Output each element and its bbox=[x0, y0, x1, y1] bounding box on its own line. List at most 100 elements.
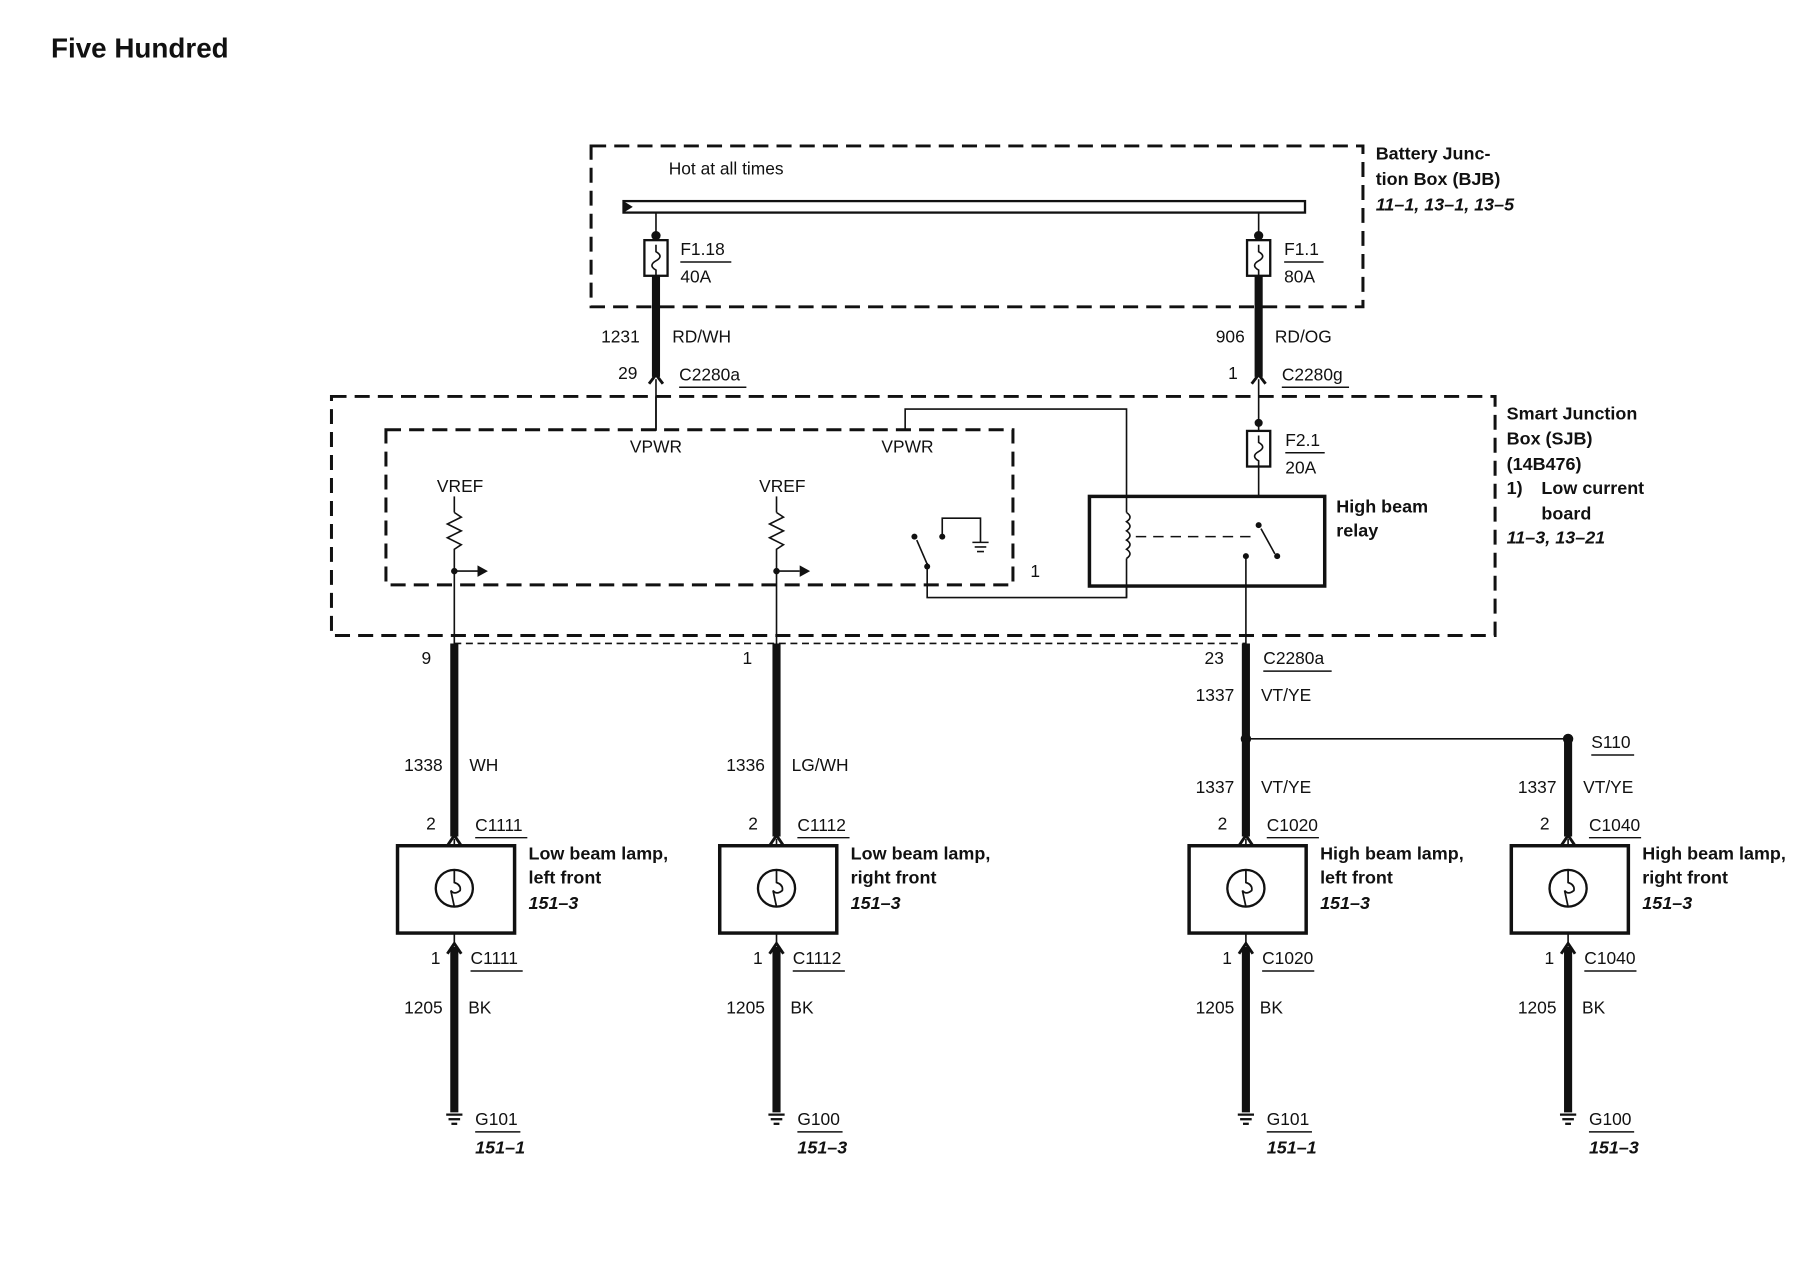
sjb-note-line2: board bbox=[1541, 503, 1591, 523]
feed-right-color: RD/OG bbox=[1275, 326, 1332, 346]
ground-id: G100 bbox=[1589, 1109, 1632, 1129]
lamp-connector-top: C1020 bbox=[1267, 815, 1318, 835]
wire-circuit: 1338 bbox=[404, 755, 443, 775]
ground-icon bbox=[1237, 1113, 1255, 1125]
feed-left-color: RD/WH bbox=[672, 326, 731, 346]
bulb-icon bbox=[434, 868, 475, 908]
wire-color: WH bbox=[469, 755, 498, 775]
ground-color: BK bbox=[468, 998, 492, 1018]
fuse-f1-1-id: F1.1 bbox=[1284, 239, 1319, 259]
lamp-pin-top: 2 bbox=[1540, 814, 1550, 834]
lamp-connector-top: C1040 bbox=[1589, 815, 1640, 835]
ground-ref: 151–1 bbox=[1267, 1138, 1317, 1158]
lamp-name-line2: right front bbox=[851, 868, 937, 888]
sjb-name-line1: Smart Junction bbox=[1507, 403, 1638, 423]
lamp-ref: 151–3 bbox=[1642, 893, 1692, 913]
feed-left-connector: C2280a bbox=[679, 364, 740, 384]
lamp-pin-bottom: 1 bbox=[431, 948, 441, 968]
vpwr-right-label: VPWR bbox=[881, 437, 933, 457]
sjb-name-line2: Box (SJB) bbox=[1507, 429, 1593, 449]
board-note-number: 1 bbox=[1030, 561, 1040, 581]
fuse-f2-1-rating: 20A bbox=[1285, 457, 1316, 477]
ground-icon bbox=[1559, 1113, 1577, 1125]
lamp-connector-bottom: C1112 bbox=[793, 948, 842, 968]
smart-junction-box: VPWR VPWR 1 VREF VREF bbox=[329, 394, 1644, 645]
bus-label: Hot at all times bbox=[669, 159, 784, 179]
bjb-name-line1: Battery Junc- bbox=[1376, 144, 1491, 164]
relay-coil-icon bbox=[1125, 511, 1131, 560]
bulb-icon bbox=[756, 868, 797, 908]
high-beam-relay: High beam relay bbox=[1087, 494, 1428, 644]
lamp-connector-top: C1111 bbox=[475, 815, 522, 835]
lamp-name-line1: Low beam lamp, bbox=[851, 844, 991, 864]
ground-color: BK bbox=[1260, 998, 1284, 1018]
fuse-f1-1-rating: 80A bbox=[1284, 267, 1315, 287]
sjb-refs: 11–3, 13–21 bbox=[1507, 528, 1605, 548]
fuse-f1-18-rating: 40A bbox=[680, 267, 711, 287]
power-bus-bar bbox=[622, 199, 1307, 214]
fuse-f2-1-id: F2.1 bbox=[1285, 430, 1320, 450]
output-color: VT/YE bbox=[1261, 685, 1311, 705]
ground-circuit: 1205 bbox=[726, 998, 765, 1018]
lamp-connector-bottom: C1040 bbox=[1584, 948, 1635, 968]
ground-circuit: 1205 bbox=[1196, 998, 1235, 1018]
lamp-connector-bottom: C1111 bbox=[471, 948, 518, 968]
lamp-name-line1: High beam lamp, bbox=[1320, 844, 1464, 864]
pullup-resistor-icon bbox=[767, 511, 786, 572]
relay-name-line1: High beam bbox=[1336, 497, 1428, 517]
lamp-name-line2: left front bbox=[1320, 868, 1393, 888]
feed-right-circuit: 906 bbox=[1216, 326, 1245, 346]
lamp-pin-bottom: 1 bbox=[1545, 948, 1555, 968]
lamp-pin-bottom: 1 bbox=[1222, 948, 1232, 968]
splice-id: S110 bbox=[1591, 732, 1630, 752]
output-pin: 9 bbox=[421, 648, 431, 668]
input-arrow-icon bbox=[477, 565, 488, 577]
ground-icon bbox=[768, 1113, 785, 1125]
lamp-name-line2: left front bbox=[528, 868, 601, 888]
ground-color: BK bbox=[1582, 998, 1606, 1018]
output-wires: 9 1 23 C2280a 1337 VT/YE S110 bbox=[421, 643, 1635, 756]
sjb-outline bbox=[329, 394, 1497, 637]
output-pin: 23 bbox=[1205, 648, 1224, 668]
lamp-pin-bottom: 1 bbox=[753, 948, 763, 968]
ground-id: G101 bbox=[1267, 1109, 1310, 1129]
vref-left-label: VREF bbox=[437, 476, 483, 496]
feed-left-pin: 29 bbox=[618, 363, 637, 383]
output-circuit: 1337 bbox=[1196, 685, 1235, 705]
output-pin: 1 bbox=[743, 648, 753, 668]
fuse-f1-18-id: F1.18 bbox=[680, 239, 724, 259]
vpwr-left-label: VPWR bbox=[630, 437, 682, 457]
feed-right-connector: C2280g bbox=[1282, 364, 1343, 384]
diagram-title: Five Hundred bbox=[51, 33, 229, 64]
lamp-pin-top: 2 bbox=[748, 814, 758, 834]
ground-ref: 151–3 bbox=[797, 1138, 847, 1158]
vref-right-label: VREF bbox=[759, 476, 805, 496]
feed-wires: 1231 RD/WH 29 C2280a 906 RD/OG 1 C2280g bbox=[601, 275, 1350, 431]
lamp-pin-top: 2 bbox=[1218, 814, 1228, 834]
ground-id: G100 bbox=[797, 1109, 840, 1129]
bjb-name-line2: tion Box (BJB) bbox=[1376, 169, 1501, 189]
relay-name-line2: relay bbox=[1336, 521, 1378, 541]
wire-circuit: 1337 bbox=[1196, 777, 1235, 797]
ground-ref: 151–3 bbox=[1589, 1138, 1639, 1158]
driver-switch-icon bbox=[911, 517, 989, 570]
lamp-name-line1: High beam lamp, bbox=[1642, 844, 1786, 864]
ground-icon bbox=[446, 1113, 463, 1125]
lamp-connector-bottom: C1020 bbox=[1262, 948, 1313, 968]
low-current-board-outline bbox=[384, 428, 1015, 587]
wire-circuit: 1336 bbox=[726, 755, 765, 775]
bjb-refs: 11–1, 13–1, 13–5 bbox=[1376, 194, 1515, 214]
bjb-outline bbox=[589, 144, 1365, 309]
ground-color: BK bbox=[790, 998, 814, 1018]
lamp-connector-top: C1112 bbox=[797, 815, 846, 835]
bulb-icon bbox=[1226, 868, 1266, 908]
bus-bar-end-icon bbox=[623, 201, 633, 213]
lamp-pin-top: 2 bbox=[426, 814, 436, 834]
lamp-ref: 151–3 bbox=[528, 893, 578, 913]
